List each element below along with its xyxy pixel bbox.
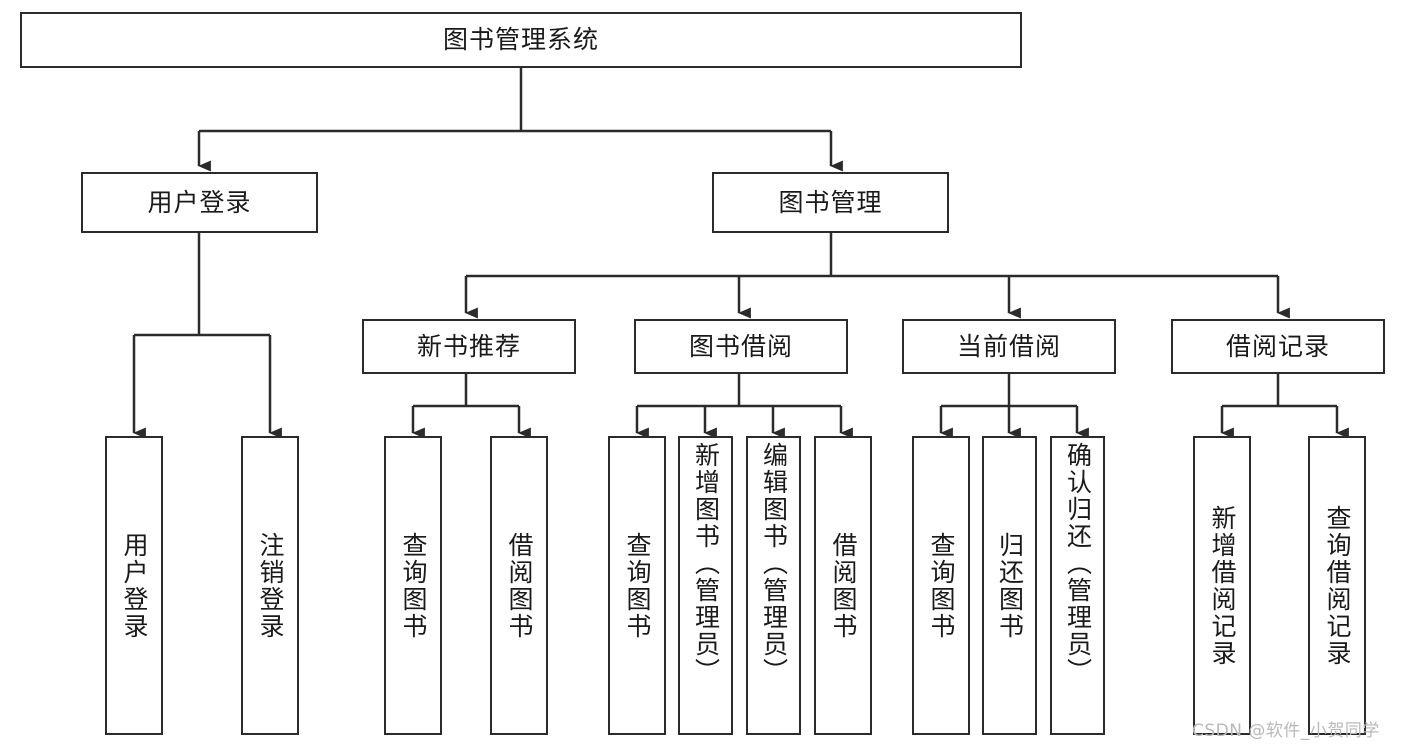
leaf-current-confirm-return-admin[interactable]: 确认归还（管理员） bbox=[1050, 436, 1105, 735]
leaf-record-add-record[interactable]: 新增借阅记录 bbox=[1193, 436, 1251, 735]
node-label: 新增图书（管理员） bbox=[691, 442, 721, 685]
node-label: 借阅图书 bbox=[505, 531, 534, 640]
node-label: 查询图书 bbox=[399, 531, 428, 640]
node-label: 当前借阅 bbox=[956, 331, 1061, 361]
node-label: 借阅记录 bbox=[1225, 331, 1330, 361]
node-book-borrow[interactable]: 图书借阅 bbox=[634, 319, 848, 374]
leaf-borrow-borrow-books[interactable]: 借阅图书 bbox=[814, 436, 872, 735]
leaf-user-login[interactable]: 用户登录 bbox=[105, 436, 163, 735]
leaf-record-query-record[interactable]: 查询借阅记录 bbox=[1308, 436, 1366, 735]
node-current-borrow[interactable]: 当前借阅 bbox=[902, 319, 1116, 374]
node-label: 查询图书 bbox=[623, 531, 652, 640]
leaf-borrow-add-book-admin[interactable]: 新增图书（管理员） bbox=[678, 436, 733, 735]
node-label: 确认归还（管理员） bbox=[1063, 442, 1093, 685]
node-label: 查询图书 bbox=[927, 531, 956, 640]
leaf-logout-login[interactable]: 注销登录 bbox=[241, 436, 299, 735]
leaf-newbook-query-books[interactable]: 查询图书 bbox=[384, 436, 442, 735]
node-label: 新书推荐 bbox=[416, 331, 521, 361]
node-label: 用户登录 bbox=[120, 531, 149, 640]
node-label: 新增借阅记录 bbox=[1208, 504, 1237, 667]
node-label: 注销登录 bbox=[256, 531, 285, 640]
node-user-login[interactable]: 用户登录 bbox=[81, 172, 318, 233]
node-label: 归还图书 bbox=[995, 531, 1025, 640]
node-new-book-recommend[interactable]: 新书推荐 bbox=[362, 319, 576, 374]
leaf-borrow-query-books[interactable]: 查询图书 bbox=[608, 436, 666, 735]
leaf-borrow-edit-book-admin[interactable]: 编辑图书（管理员） bbox=[746, 436, 801, 735]
node-label: 图书借阅 bbox=[688, 331, 793, 361]
node-book-management[interactable]: 图书管理 bbox=[712, 172, 949, 233]
node-label: 借阅图书 bbox=[829, 531, 858, 640]
node-label: 图书管理系统 bbox=[442, 25, 599, 54]
leaf-current-query-books[interactable]: 查询图书 bbox=[912, 436, 970, 735]
node-label: 查询借阅记录 bbox=[1323, 504, 1352, 667]
node-label: 图书管理 bbox=[778, 187, 883, 217]
node-label: 编辑图书（管理员） bbox=[759, 442, 789, 685]
leaf-current-return-books[interactable]: 归还图书 bbox=[982, 436, 1037, 735]
node-root-system[interactable]: 图书管理系统 bbox=[20, 12, 1022, 68]
leaf-newbook-borrow-books[interactable]: 借阅图书 bbox=[490, 436, 548, 735]
node-borrow-record[interactable]: 借阅记录 bbox=[1171, 319, 1385, 374]
node-label: 用户登录 bbox=[147, 187, 252, 217]
